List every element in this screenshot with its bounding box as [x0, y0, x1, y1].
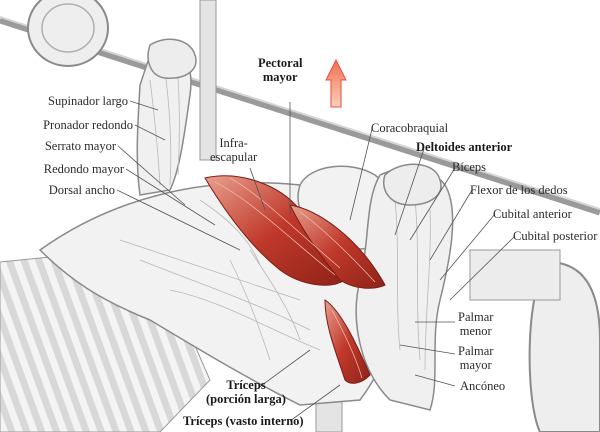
right-arm-lines	[394, 199, 431, 371]
label-triceps-porcion-larga-line2: (porción larga)	[206, 392, 286, 406]
label-infraescapular: Infra- escapular	[210, 136, 257, 164]
label-palmar-menor-line1: Palmar	[458, 310, 494, 324]
label-supinador-largo: Supinador largo	[48, 94, 128, 108]
label-deltoides-anterior: Deltoides anterior	[416, 140, 513, 154]
rack-upright-left	[199, 0, 217, 161]
label-dorsal-ancho: Dorsal ancho	[48, 183, 115, 197]
label-pectoral-mayor-line1: Pectoral	[258, 56, 303, 70]
label-cubital-posterior: Cubital posterior	[513, 229, 598, 243]
label-flexor-dedos: Flexor de los dedos	[470, 183, 568, 197]
label-anconeo: Ancóneo	[460, 379, 506, 393]
label-biceps: Bíceps	[452, 160, 487, 174]
label-infraescapular-line1: Infra-	[219, 136, 248, 150]
left-plate-inner-ring	[41, 3, 95, 53]
label-triceps-porcion-larga-line1: Tríceps	[226, 378, 266, 392]
left-hand	[147, 38, 197, 79]
label-palmar-menor-line2: menor	[459, 324, 492, 338]
leader-lines	[116, 100, 516, 422]
rack-upright-right	[469, 249, 561, 301]
label-palmar-menor: Palmar menor	[458, 310, 493, 338]
left-weight-plate	[27, 0, 109, 67]
label-pronador-redondo: Pronador redondo	[43, 118, 133, 132]
label-palmar-mayor-line2: mayor	[459, 358, 492, 372]
label-palmar-mayor-line1: Palmar	[458, 344, 494, 358]
label-pectoral-mayor: Pectoral mayor	[258, 56, 302, 84]
label-serrato-mayor: Serrato mayor	[44, 139, 116, 153]
label-triceps-porcion-larga: Tríceps (porción larga)	[206, 378, 286, 406]
label-palmar-mayor: Palmar mayor	[458, 344, 493, 372]
muscle-fiber-lines	[214, 177, 376, 379]
label-redondo-mayor: Redondo mayor	[43, 162, 124, 176]
right-weight-plate	[528, 260, 600, 432]
torso-muscle-lines	[119, 199, 321, 361]
label-cubital-anterior: Cubital anterior	[493, 207, 572, 221]
label-coracobraquial: Coracobraquial	[371, 121, 449, 135]
upward-arrow-icon	[325, 58, 347, 108]
label-infraescapular-line2: escapular	[210, 150, 258, 164]
label-triceps-vasto-interno: Tríceps (vasto interno)	[183, 414, 304, 428]
left-forearm-lines	[149, 69, 180, 186]
label-pectoral-mayor-line2: mayor	[262, 70, 298, 84]
